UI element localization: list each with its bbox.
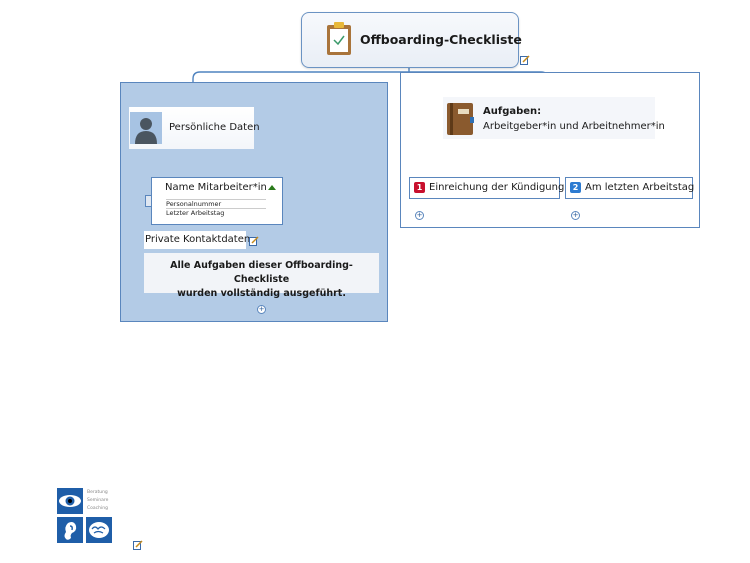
- company-logo: Beratung Seminare Coaching: [57, 488, 147, 544]
- priority-1-badge: 1: [414, 182, 425, 193]
- notebook-icon: [447, 103, 474, 135]
- aufgaben-subtitle: Arbeitgeber*in und Arbeitnehmer*in: [483, 121, 665, 132]
- topic-label: Private Kontaktdaten: [145, 234, 251, 245]
- ear-icon: [57, 517, 83, 543]
- central-topic[interactable]: Offboarding-Checkliste: [301, 12, 522, 68]
- topic-private-kontaktdaten[interactable]: Private Kontaktdaten: [144, 231, 250, 249]
- topic-einreichung-kuendigung[interactable]: 1 Einreichung der Kündigung: [409, 177, 564, 199]
- topic-label: Persönliche Daten: [169, 122, 260, 133]
- central-topic-title: Offboarding-Checkliste: [360, 32, 522, 47]
- eye-icon: [57, 488, 83, 514]
- aufgaben-title: Aufgaben:: [483, 106, 542, 117]
- note-edit-icon[interactable]: [133, 540, 143, 550]
- field-personalnummer: Personalnummer: [166, 199, 266, 208]
- task-label: Am letzten Arbeitstag: [585, 182, 695, 193]
- right-boundary: [400, 72, 700, 228]
- person-avatar-icon: [130, 112, 162, 144]
- expand-button[interactable]: +: [415, 211, 424, 220]
- topic-label: Name Mitarbeiter*in: [165, 182, 267, 193]
- task-label: Einreichung der Kündigung: [429, 182, 565, 193]
- collapse-triangle-icon[interactable]: [268, 185, 276, 190]
- note-edit-icon[interactable]: [249, 236, 259, 246]
- field-letzter-arbeitstag: Letzter Arbeitstag: [166, 208, 266, 217]
- topic-label-line1: Alle Aufgaben dieser Offboarding-Checkli…: [170, 260, 353, 285]
- logo-line-1: Beratung: [87, 490, 108, 495]
- topic-label-line2: wurden vollständig ausgeführt.: [177, 288, 346, 299]
- topic-aufgaben[interactable]: Aufgaben: Arbeitgeber*in und Arbeitnehme…: [443, 97, 665, 139]
- clipboard-check-icon: [327, 22, 351, 55]
- expand-button[interactable]: +: [571, 211, 580, 220]
- note-edit-icon[interactable]: [520, 55, 530, 65]
- brain-icon: [86, 517, 112, 543]
- topic-persoenliche-daten[interactable]: Persönliche Daten: [129, 107, 260, 149]
- topic-name-mitarbeiter[interactable]: Name Mitarbeiter*in Personalnummer Letzt…: [151, 177, 283, 225]
- expand-button[interactable]: +: [257, 305, 266, 314]
- topic-am-letzten-arbeitstag[interactable]: 2 Am letzten Arbeitstag: [565, 177, 695, 199]
- priority-2-badge: 2: [570, 182, 581, 193]
- topic-alle-aufgaben[interactable]: Alle Aufgaben dieser Offboarding-Checkli…: [144, 253, 379, 299]
- logo-line-2: Seminare: [87, 498, 109, 503]
- logo-line-3: Coaching: [87, 506, 108, 511]
